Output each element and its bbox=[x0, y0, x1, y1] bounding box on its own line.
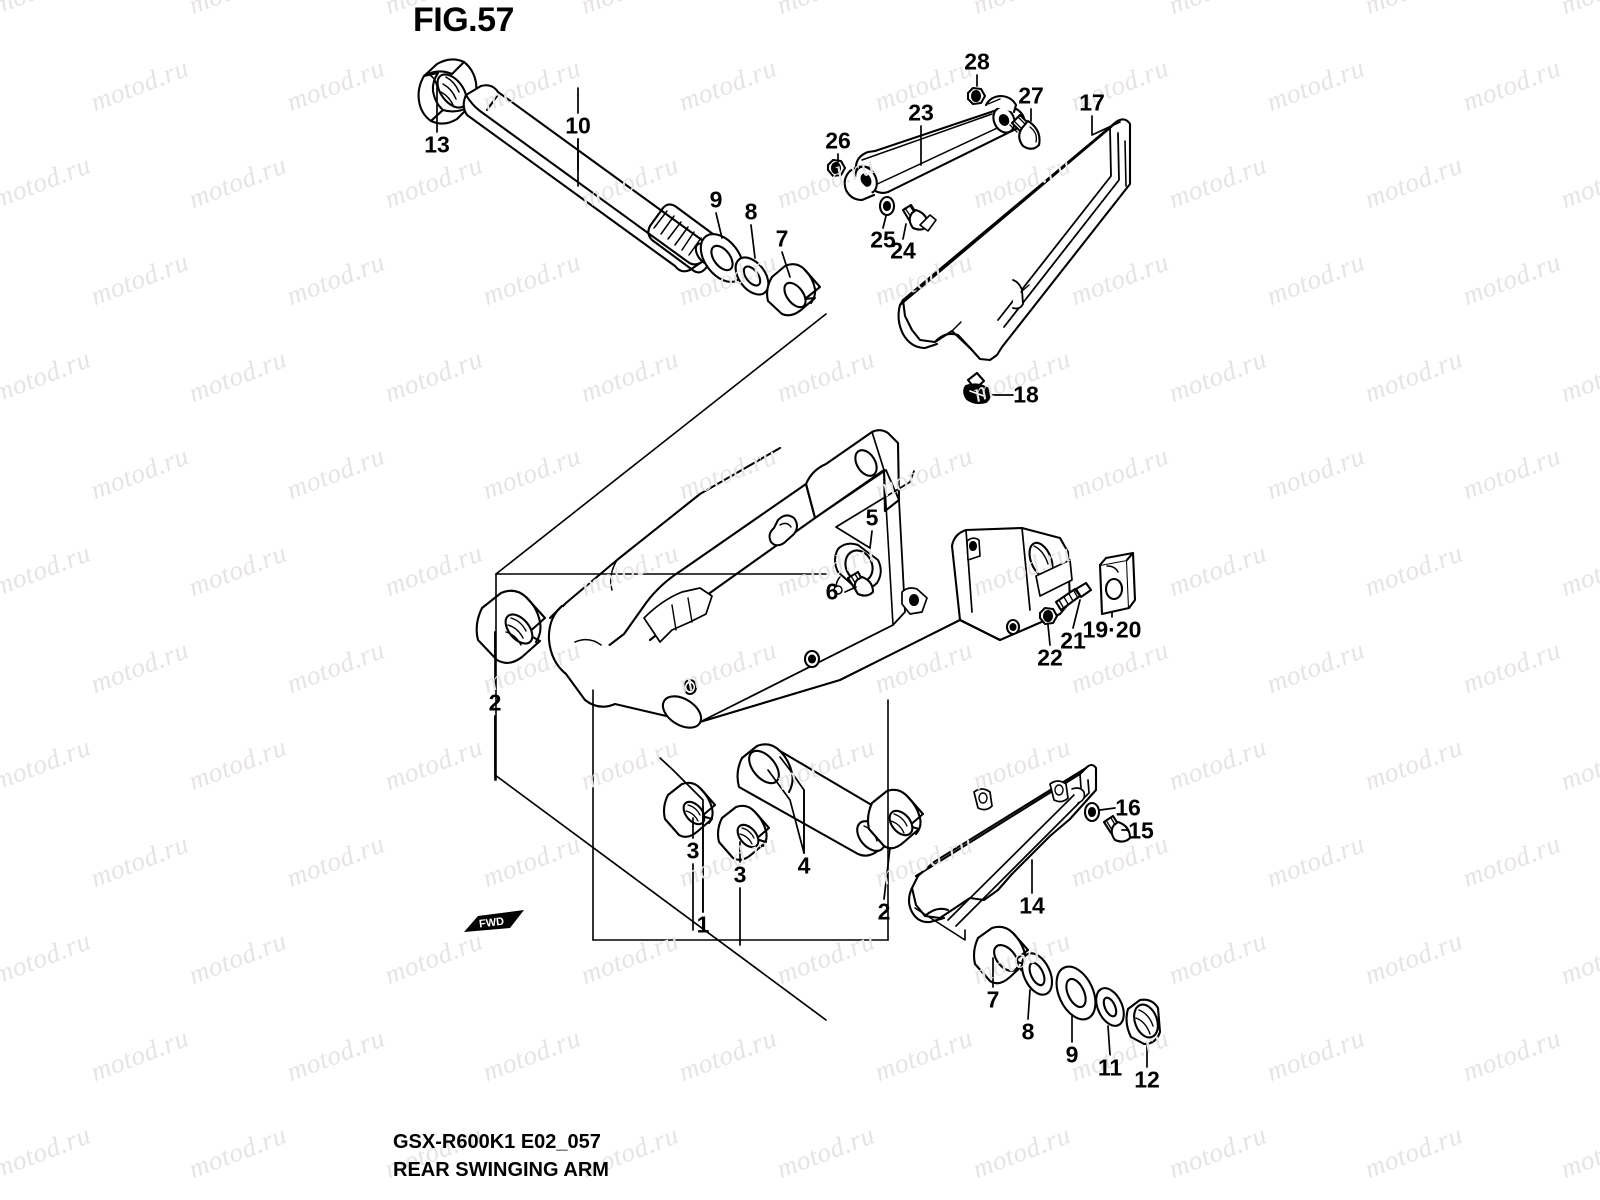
part-bolt-21 bbox=[1054, 581, 1093, 612]
callout-chain-guard: 17 bbox=[1079, 89, 1105, 116]
figure-title: FIG.57 bbox=[413, 1, 514, 39]
callout-nut: 26 bbox=[825, 127, 851, 154]
part-bushing-2-left bbox=[475, 589, 547, 664]
part-spacer-4 bbox=[736, 743, 895, 857]
caption-assembly-name: REAR SWINGING ARM bbox=[393, 1159, 609, 1181]
callout-washer: 16 bbox=[1115, 794, 1141, 821]
callout-spacer: 7 bbox=[986, 986, 1000, 1013]
callout-washer: 25 bbox=[870, 226, 896, 253]
part-chain-buffer-14 bbox=[907, 763, 1098, 927]
callout-bolt: 24 bbox=[890, 237, 916, 264]
part-nut-12 bbox=[1125, 998, 1162, 1046]
callout-bushing: 2 bbox=[488, 689, 502, 716]
callout-torque-link-rod: 23 bbox=[908, 99, 934, 126]
callout-nut: 12 bbox=[1134, 1066, 1160, 1093]
callout-pivot-shaft: 10 bbox=[565, 112, 591, 139]
callout-bushing: 3 bbox=[733, 861, 747, 888]
part-bolt-27 bbox=[1009, 113, 1041, 150]
callout-bushing: 3 bbox=[686, 837, 700, 864]
callout-oil-seal: 9 bbox=[1065, 1041, 1079, 1068]
callout-spacer: 7 bbox=[775, 225, 789, 252]
part-bolt-24 bbox=[901, 203, 930, 231]
part-screw-18 bbox=[963, 371, 991, 405]
part-spacer-7-top bbox=[766, 263, 822, 317]
part-chain-adjuster-19-20 bbox=[1098, 551, 1137, 616]
part-nut-26 bbox=[826, 158, 847, 178]
callout-chain-adjuster: 19·20 bbox=[1082, 616, 1142, 643]
callout-bolt: 15 bbox=[1128, 817, 1154, 844]
callout-screw: 18 bbox=[1013, 381, 1039, 408]
part-bushing-3-b bbox=[716, 804, 771, 861]
svg-text:FWD: FWD bbox=[478, 916, 504, 931]
callout-swinging-arm: 1 bbox=[696, 911, 710, 938]
callout-bolt: 21 bbox=[1060, 627, 1086, 654]
part-oil-seal-9-top bbox=[699, 233, 745, 283]
callout-nut: 28 bbox=[964, 48, 990, 75]
part-spacer-13 bbox=[417, 58, 478, 125]
part-bushing-2-right bbox=[866, 788, 925, 850]
part-spacer-7-bottom bbox=[972, 925, 1030, 985]
part-washer-8-bottom bbox=[1020, 952, 1054, 996]
callout-nut: 22 bbox=[1037, 644, 1063, 671]
part-swinging-arm-1 bbox=[547, 429, 1073, 729]
part-nut-28 bbox=[966, 86, 987, 106]
callout-bushing: 2 bbox=[877, 898, 891, 925]
leader-lines bbox=[430, 74, 1148, 1068]
callout-oil-seal: 9 bbox=[709, 186, 723, 213]
part-washer-16 bbox=[1083, 801, 1101, 823]
callout-chain-case-cover: 5 bbox=[865, 504, 879, 531]
callout-spacer: 13 bbox=[424, 131, 450, 158]
callout-chain-buffer: 14 bbox=[1019, 892, 1045, 919]
part-torque-link-23 bbox=[843, 94, 1026, 202]
caption-model-code: GSX-R600K1 E02_057 bbox=[393, 1131, 601, 1153]
part-bushing-3-a bbox=[662, 781, 717, 838]
callout-washer: 11 bbox=[1097, 1054, 1123, 1081]
part-washer-11 bbox=[1095, 987, 1125, 1027]
part-washer-8-top bbox=[734, 256, 770, 296]
fwd-direction-marker: FWD bbox=[464, 910, 524, 932]
callout-bolt: 27 bbox=[1018, 82, 1044, 109]
callout-spacer: 4 bbox=[797, 852, 811, 879]
callout-washer: 8 bbox=[744, 198, 758, 225]
figure-caption: GSX-R600K1 E02_057 REAR SWINGING ARM bbox=[393, 1128, 609, 1184]
callout-bolt: 6 bbox=[825, 578, 839, 605]
part-nut-22 bbox=[1038, 606, 1059, 626]
part-pivot-shaft-10 bbox=[417, 58, 722, 274]
part-washer-25 bbox=[878, 195, 896, 217]
part-bolt-15 bbox=[1102, 814, 1132, 843]
callout-washer: 8 bbox=[1021, 1018, 1035, 1045]
part-oil-seal-9-bottom bbox=[1055, 965, 1097, 1021]
